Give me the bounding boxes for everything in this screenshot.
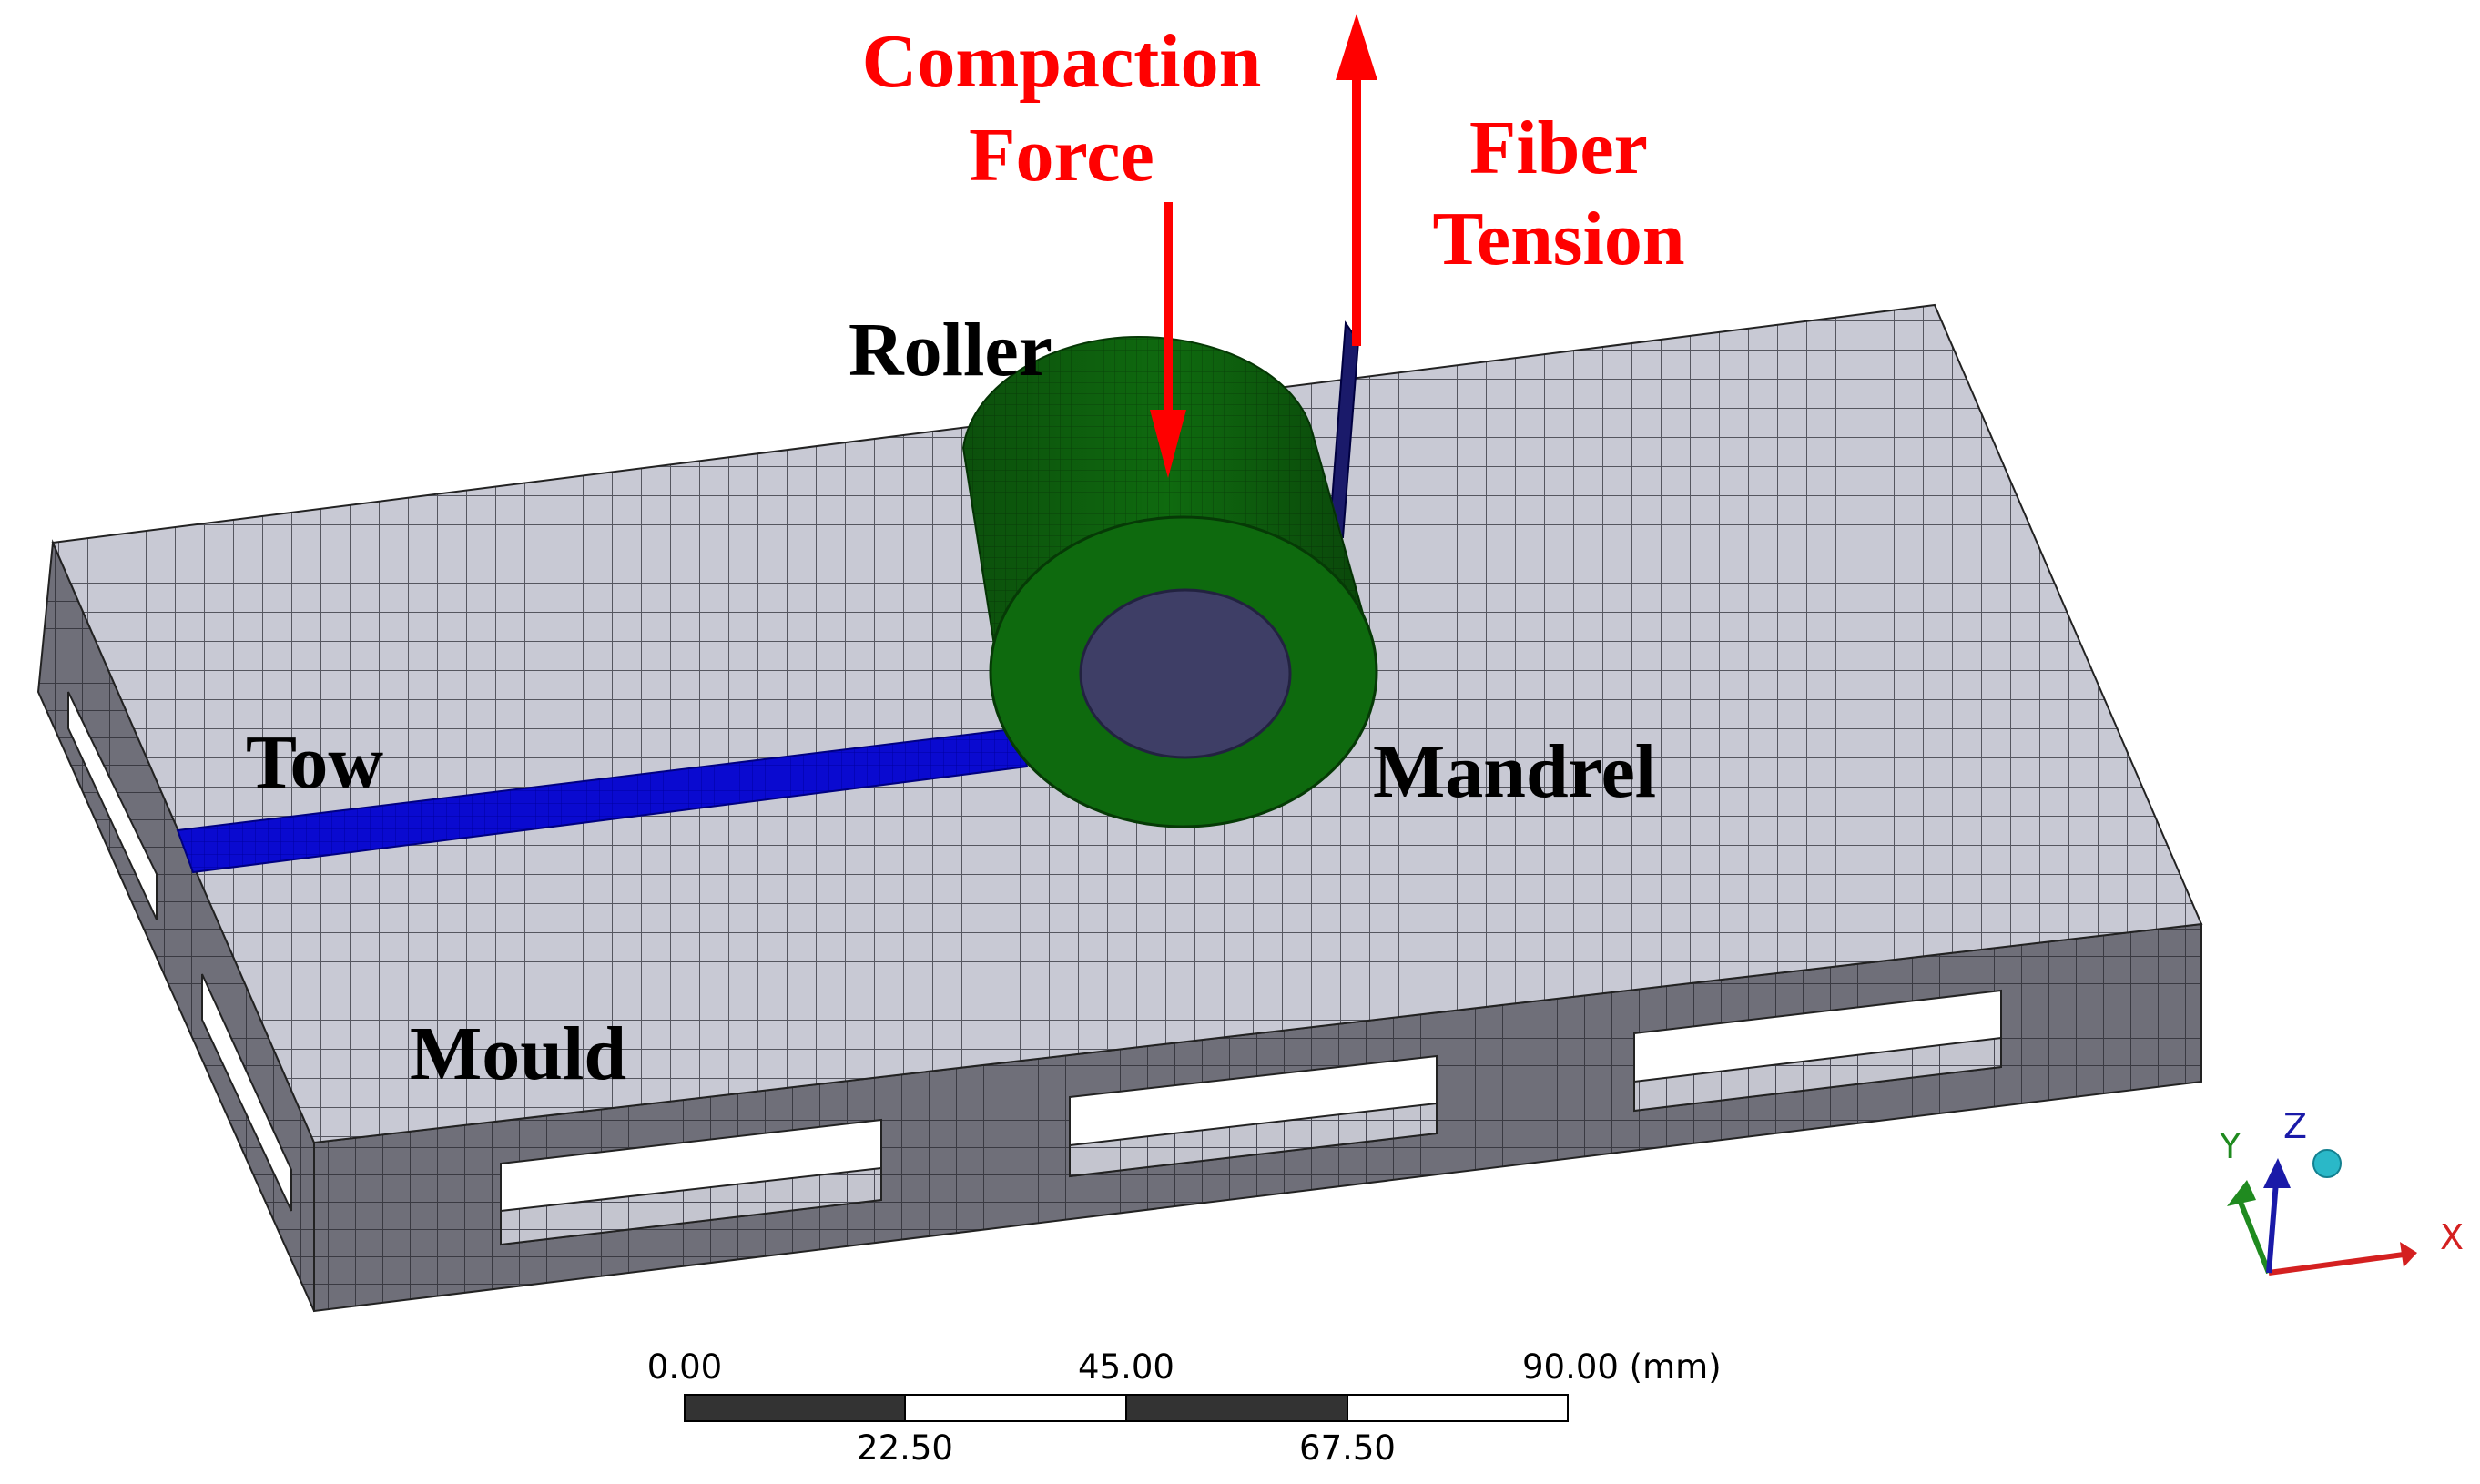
- x-axis-label: X: [2440, 1217, 2464, 1257]
- coordinate-triad: X Y Z: [2219, 1106, 2464, 1276]
- x-axis-line: [2268, 1252, 2404, 1276]
- fiber-tension-label-line2: Tension: [1432, 197, 1684, 281]
- scale-tick-3: 67.50: [1299, 1428, 1396, 1468]
- tow-label: Tow: [246, 720, 383, 805]
- scale-tick-2: 45.00: [1078, 1347, 1174, 1387]
- scale-segment-2: [904, 1394, 1127, 1422]
- compaction-force-arrow: [1150, 202, 1186, 478]
- roller-label: Roller: [849, 308, 1052, 392]
- tow: [176, 320, 1360, 874]
- mould-left-openings: [67, 691, 292, 1212]
- compaction-force-label-line2: Force: [969, 113, 1154, 198]
- z-axis-arrowhead: [2263, 1158, 2291, 1188]
- mould-front-openings: [500, 989, 2002, 1246]
- scale-tick-0: 0.00: [647, 1347, 722, 1387]
- left-opening-2: [201, 973, 292, 1212]
- z-axis-label: Z: [2283, 1106, 2307, 1146]
- roller: [961, 335, 1378, 828]
- front-opening-2-floor: [1069, 1102, 1438, 1178]
- compaction-force-label-line1: Compaction: [862, 19, 1262, 104]
- scale-segment-3: [1125, 1394, 1348, 1422]
- scale-tick-4: 90.00 (mm): [1522, 1347, 1722, 1387]
- fiber-tension-arrow: [1336, 14, 1377, 346]
- triad-origin-sphere-icon: [2312, 1149, 2342, 1178]
- mandrel-label: Mandrel: [1373, 729, 1656, 814]
- scale-bar: 0.00 45.00 90.00 (mm) 22.50 67.50: [647, 1347, 1722, 1468]
- mandrel-hub: [1079, 588, 1292, 759]
- y-axis-label: Y: [2219, 1126, 2241, 1166]
- mould-label: Mould: [410, 1011, 626, 1096]
- front-opening-1-floor: [500, 1166, 882, 1246]
- scale-tick-1: 22.50: [857, 1428, 953, 1468]
- y-axis-line: [2237, 1198, 2272, 1275]
- x-axis-arrowhead: [2400, 1242, 2417, 1267]
- fiber-tension-label-line1: Fiber: [1469, 106, 1648, 190]
- y-axis-arrowhead: [2227, 1180, 2256, 1206]
- z-axis-line: [2266, 1181, 2279, 1274]
- scale-segment-1: [684, 1394, 906, 1422]
- left-opening-1: [67, 691, 158, 920]
- front-opening-3-floor: [1633, 1036, 2002, 1113]
- scale-segment-4: [1347, 1394, 1569, 1422]
- tow-strip: [176, 727, 1029, 874]
